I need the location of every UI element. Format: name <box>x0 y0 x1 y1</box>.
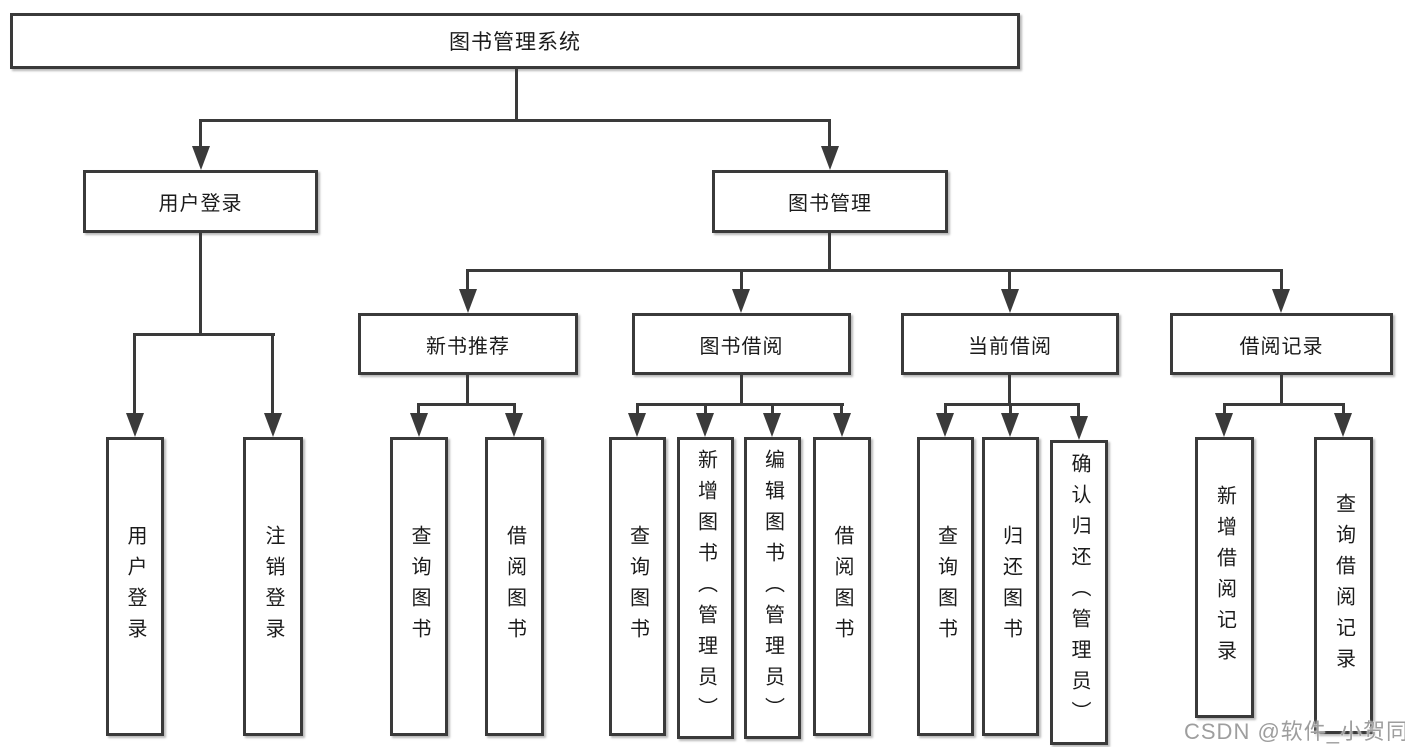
arrow-down-icon <box>1215 413 1233 437</box>
connector-line <box>740 269 743 290</box>
arrow-down-icon <box>192 146 210 170</box>
connector-line <box>1280 374 1283 406</box>
connector-line <box>417 403 516 406</box>
connector-line <box>199 119 202 147</box>
node-borrowing-records: 借阅记录 <box>1170 313 1393 375</box>
node-book-borrowing: 图书借阅 <box>632 313 851 375</box>
node-book-management: 图书管理 <box>712 170 948 233</box>
leaf-add-borrow-record: 新增借阅记录 <box>1195 437 1254 718</box>
leaf-label: 确认归还（管理员） <box>1068 453 1090 732</box>
arrow-down-icon <box>732 289 750 313</box>
connector-line <box>771 403 774 415</box>
connector-line <box>636 403 844 406</box>
arrow-down-icon <box>1001 413 1019 437</box>
leaf-label: 新增图书（管理员） <box>694 448 717 728</box>
arrow-down-icon <box>1272 289 1290 313</box>
arrow-down-icon <box>628 413 646 437</box>
arrow-down-icon <box>126 413 144 437</box>
connector-line <box>828 232 831 272</box>
leaf-label: 查询图书 <box>934 524 957 649</box>
leaf-label: 新增借阅记录 <box>1213 484 1236 671</box>
leaf-borrow-books-newbook: 借阅图书 <box>485 437 544 736</box>
connector-line <box>417 403 420 415</box>
arrow-down-icon <box>1001 289 1019 313</box>
connector-line <box>840 403 843 415</box>
node-current-borrowing: 当前借阅 <box>901 313 1119 375</box>
arrow-down-icon <box>833 413 851 437</box>
node-book-management-system: 图书管理系统 <box>10 13 1020 69</box>
arrow-down-icon <box>1070 416 1088 440</box>
node-new-book-recommendation: 新书推荐 <box>358 313 578 375</box>
connector-line <box>466 269 469 290</box>
connector-line <box>1008 269 1011 290</box>
leaf-label: 归还图书 <box>999 524 1022 649</box>
arrow-down-icon <box>410 413 428 437</box>
connector-line <box>740 374 743 406</box>
connector-line <box>1280 269 1283 290</box>
leaf-confirm-return-admin: 确认归还（管理员） <box>1050 440 1108 745</box>
leaf-return-books: 归还图书 <box>982 437 1039 736</box>
connector-line <box>828 119 831 147</box>
connector-line <box>1077 403 1080 418</box>
connector-line <box>636 403 639 415</box>
leaf-label: 查询图书 <box>408 524 430 649</box>
connector-line <box>704 403 707 415</box>
leaf-logout: 注销登录 <box>243 437 303 736</box>
connector-line <box>1342 403 1345 415</box>
connector-line <box>133 333 275 336</box>
connector-line <box>199 232 202 336</box>
csdn-watermark: CSDN @软件_小贺同学 <box>1184 719 1405 744</box>
arrow-down-icon <box>821 146 839 170</box>
leaf-label: 借阅图书 <box>503 524 526 649</box>
leaf-label: 借阅图书 <box>831 524 853 649</box>
connector-line <box>133 333 136 414</box>
arrow-down-icon <box>505 413 523 437</box>
arrow-down-icon <box>696 413 714 437</box>
connector-line <box>1009 403 1012 415</box>
connector-line <box>466 374 469 406</box>
node-user-login: 用户登录 <box>83 170 318 233</box>
leaf-query-borrow-record: 查询借阅记录 <box>1314 437 1373 734</box>
connector-line <box>944 403 947 415</box>
connector-line <box>466 269 1282 272</box>
leaf-label: 注销登录 <box>262 524 284 649</box>
leaf-user-login: 用户登录 <box>106 437 164 736</box>
leaf-label: 编辑图书（管理员） <box>761 448 784 728</box>
leaf-borrow-books-borrowing: 借阅图书 <box>813 437 871 736</box>
connector-line <box>1223 403 1345 406</box>
arrow-down-icon <box>1334 413 1352 437</box>
connector-line <box>271 333 274 414</box>
connector-line <box>1008 374 1011 406</box>
leaf-edit-books-admin: 编辑图书（管理员） <box>744 437 801 739</box>
leaf-label: 查询借阅记录 <box>1332 492 1355 679</box>
arrow-down-icon <box>936 413 954 437</box>
leaf-query-books-current: 查询图书 <box>917 437 974 736</box>
leaf-add-books-admin: 新增图书（管理员） <box>677 437 734 739</box>
connector-line <box>515 67 518 122</box>
connector-line <box>513 403 516 415</box>
leaf-label: 查询图书 <box>626 524 649 649</box>
connector-line <box>944 403 1080 406</box>
arrow-down-icon <box>264 413 282 437</box>
leaf-query-books-borrowing: 查询图书 <box>609 437 666 736</box>
arrow-down-icon <box>763 413 781 437</box>
connector-line <box>1223 403 1226 415</box>
leaf-label: 用户登录 <box>124 524 146 649</box>
arrow-down-icon <box>459 289 477 313</box>
leaf-query-books-newbook: 查询图书 <box>390 437 448 736</box>
connector-line <box>199 119 830 122</box>
